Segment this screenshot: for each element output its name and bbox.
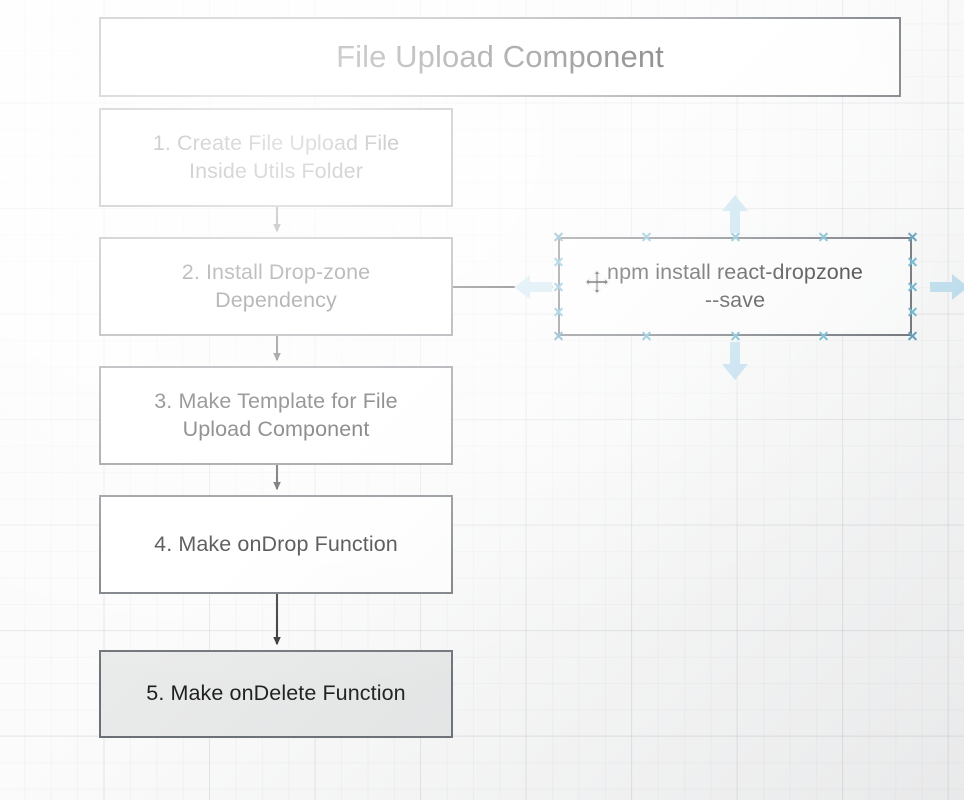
resize-handle-left-three-quarter[interactable] <box>554 308 563 317</box>
resize-handle-bottom-right[interactable] <box>908 332 917 341</box>
resize-handle-top-right[interactable] <box>908 233 917 242</box>
connect-arrow-down-icon[interactable] <box>718 340 752 382</box>
flow-node-step-4[interactable]: 4. Make onDrop Function <box>99 495 453 594</box>
connect-arrow-up-icon[interactable] <box>718 193 752 235</box>
connect-arrow-right-icon[interactable] <box>928 270 964 304</box>
resize-handle-top-three-quarter[interactable] <box>819 233 828 242</box>
flow-node-step-1[interactable]: 1. Create File Upload File Inside Utils … <box>99 108 453 207</box>
connect-arrow-left-icon[interactable] <box>512 272 554 302</box>
resize-handle-bottom-three-quarter[interactable] <box>819 332 828 341</box>
flow-node-step-3[interactable]: 3. Make Template for File Upload Compone… <box>99 366 453 465</box>
resize-handle-top-quarter[interactable] <box>642 233 651 242</box>
resize-handle-bottom-quarter[interactable] <box>642 332 651 341</box>
flow-node-step-2[interactable]: 2. Install Drop-zone Dependency <box>99 237 453 336</box>
resize-handle-left-center[interactable] <box>554 283 563 292</box>
flow-node-step-5[interactable]: 5. Make onDelete Function <box>99 650 453 738</box>
resize-handle-left-quarter[interactable] <box>554 258 563 267</box>
resize-handle-right-three-quarter[interactable] <box>908 308 917 317</box>
flow-node-npm-command[interactable]: npm install react-dropzone --save <box>558 237 912 336</box>
resize-handle-right-center[interactable] <box>908 283 917 292</box>
diagram-title-node[interactable]: File Upload Component <box>99 17 901 97</box>
resize-handle-bottom-left[interactable] <box>554 332 563 341</box>
resize-handle-top-left[interactable] <box>554 233 563 242</box>
resize-handle-right-quarter[interactable] <box>908 258 917 267</box>
